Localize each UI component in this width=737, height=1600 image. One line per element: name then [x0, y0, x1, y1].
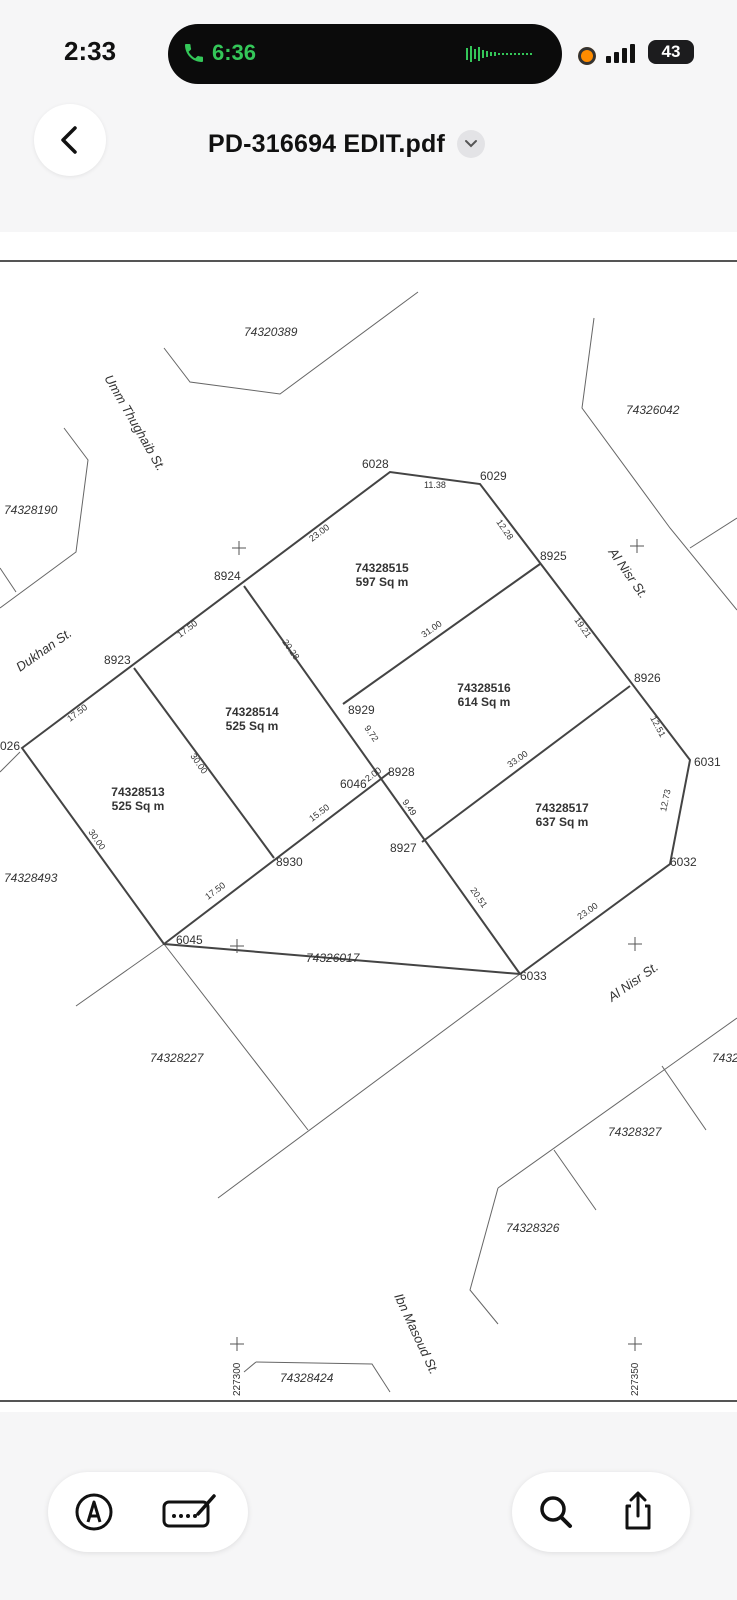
dynamic-island[interactable]: 6:36	[168, 24, 562, 84]
point-label: 6046	[340, 777, 367, 791]
document-title: PD-316694 EDIT.pdf	[208, 129, 446, 158]
chevron-left-icon	[61, 126, 77, 154]
left-toolbar	[48, 1472, 248, 1552]
parcel-id: 74328327	[608, 1125, 663, 1139]
parcel-id: 74328326	[506, 1221, 560, 1235]
status-bar: 2:33 6:36 43	[0, 0, 737, 100]
point-label: 8924	[214, 569, 241, 583]
parcel-id: 74328516	[457, 681, 511, 695]
dimension-label: 31.00	[419, 619, 443, 640]
markup-pen-icon	[75, 1493, 113, 1531]
page-border-bottom	[0, 1400, 737, 1402]
audio-wave-icon	[466, 46, 532, 62]
share-button[interactable]	[612, 1486, 664, 1538]
dimension-label: 12.73	[658, 788, 672, 812]
point-label: 8928	[388, 765, 415, 779]
dimension-label: 9.49	[400, 797, 418, 817]
chevron-down-icon	[457, 130, 486, 158]
grid-markers	[230, 539, 644, 1351]
call-duration: 6:36	[212, 40, 257, 65]
parcel-id: 74326042	[626, 403, 680, 417]
point-label: 8923	[104, 653, 131, 667]
dimension-label: 11.38	[424, 480, 446, 490]
parcel-id: 74328513	[111, 785, 165, 799]
grid-coordinate: 227350	[630, 1362, 641, 1396]
point-label: 8926	[634, 671, 661, 685]
point-label: 8929	[348, 703, 375, 717]
parcel-id: 7432	[712, 1051, 737, 1065]
parcel-id: 74328514	[225, 705, 279, 719]
street-name: Al Nisr St.	[605, 544, 651, 601]
point-label: 6033	[520, 969, 547, 983]
signature-button[interactable]	[160, 1486, 216, 1538]
share-icon	[625, 1491, 651, 1530]
right-toolbar	[512, 1472, 690, 1552]
point-label: 6045	[176, 933, 203, 947]
parcel-id: 74328517	[535, 801, 589, 815]
street-name: Ibn Masoud St.	[391, 1291, 442, 1377]
parcel-area: 637 Sq m	[536, 815, 589, 829]
recording-indicator-icon	[576, 45, 598, 67]
parcel-id: 74328493	[4, 871, 58, 885]
signature-icon	[162, 1494, 216, 1528]
street-name: Dukhan St.	[13, 625, 74, 674]
parcel-boundaries	[20, 470, 692, 976]
parcel-area: 525 Sq m	[112, 799, 165, 813]
search-button[interactable]	[530, 1486, 582, 1538]
point-label: 6028	[362, 457, 389, 471]
point-label: 8925	[540, 549, 567, 563]
parcel-area: 597 Sq m	[356, 575, 409, 589]
parcel-id: 74328424	[280, 1371, 334, 1385]
page-border-top	[0, 260, 737, 262]
pdf-page[interactable]	[0, 232, 737, 1412]
point-label: 6029	[480, 469, 507, 483]
point-label: 6032	[670, 855, 697, 869]
dimension-label: 30.00	[188, 751, 209, 775]
markup-button[interactable]	[68, 1486, 120, 1538]
point-label: 6031	[694, 755, 721, 769]
dimension-label: 20.28	[280, 637, 301, 661]
street-name: Al Nisr St.	[604, 959, 661, 1005]
parcel-id: 74328515	[355, 561, 409, 575]
back-button[interactable]	[34, 104, 106, 176]
street-name: Umm Thughaib St.	[101, 372, 168, 473]
dimension-label: 2.00	[363, 765, 383, 784]
dimension-label: 17.50	[65, 702, 89, 724]
parcel-id: 74328227	[150, 1051, 205, 1065]
battery-indicator: 43	[648, 40, 694, 64]
signal-icon	[606, 44, 635, 63]
dimension-label: 17.50	[175, 618, 199, 640]
parcel-area: 525 Sq m	[226, 719, 279, 733]
phone-icon	[185, 44, 203, 62]
document-title-button[interactable]: PD-316694 EDIT.pdf	[208, 124, 486, 164]
grid-coordinate: 227300	[232, 1362, 243, 1396]
parcel-id: 74320389	[244, 325, 298, 339]
dimension-label: 33.00	[505, 749, 529, 770]
point-label: 8930	[276, 855, 303, 869]
point-label: 026	[0, 739, 20, 753]
point-label: 8927	[390, 841, 417, 855]
dimension-label: 12.28	[494, 517, 515, 541]
parcel-id: 74328190	[4, 503, 58, 517]
status-time: 2:33	[64, 36, 117, 66]
parcel-area: 614 Sq m	[458, 695, 511, 709]
site-plan-drawing: 74328515 597 Sq m 74328516 614 Sq m 7432…	[0, 291, 737, 1396]
search-icon	[540, 1496, 572, 1528]
parcel-id: 74326017	[306, 951, 361, 965]
dimension-label: 9.72	[362, 723, 380, 743]
